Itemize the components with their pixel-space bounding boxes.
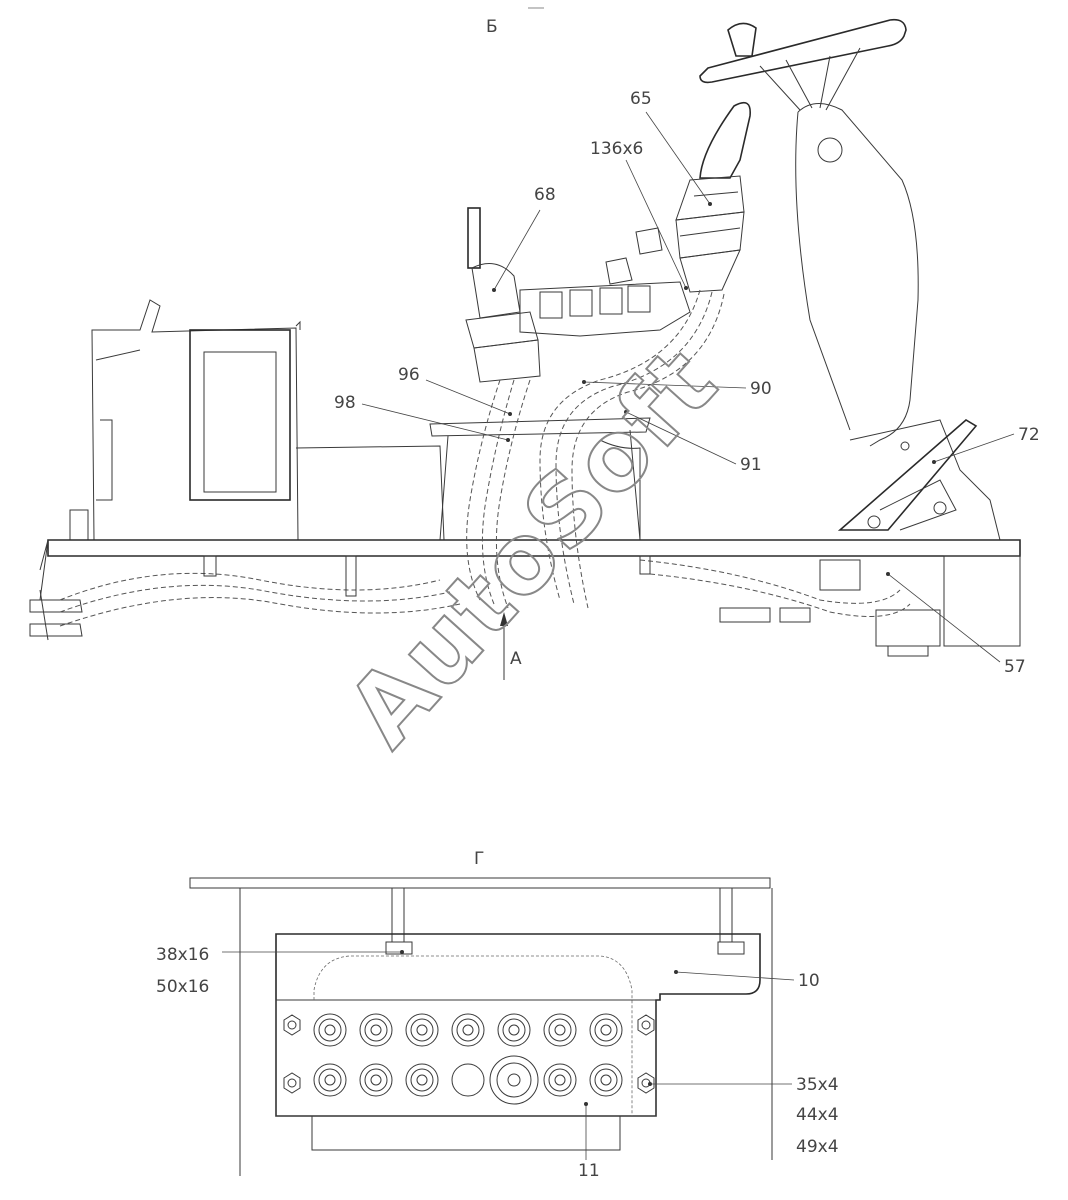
callout-68: 68 — [534, 185, 556, 205]
plate-assembly — [189, 877, 773, 1176]
port-grid — [283, 1013, 655, 1105]
port — [451, 1013, 485, 1047]
callout-90: 90 — [750, 379, 772, 399]
port — [543, 1013, 577, 1047]
callout-44x4: 44x4 — [796, 1105, 839, 1125]
port — [589, 1063, 623, 1097]
hex-nut — [637, 1014, 655, 1036]
hex-nut — [283, 1072, 301, 1094]
joystick-65 — [675, 101, 751, 293]
frame-rails — [29, 539, 1021, 657]
port — [359, 1063, 393, 1097]
arrow-label-a: А — [510, 649, 522, 669]
view-label-g: Г — [474, 849, 484, 869]
port — [313, 1063, 347, 1097]
callout-96: 96 — [398, 365, 420, 385]
hose-bundle — [59, 289, 911, 627]
callout-91: 91 — [740, 455, 762, 475]
port — [543, 1063, 577, 1097]
callout-11: 11 — [578, 1161, 600, 1181]
port — [405, 1063, 439, 1097]
callout-38x16: 38x16 — [156, 945, 209, 965]
callout-57: 57 — [1004, 657, 1026, 677]
callout-35x4: 35x4 — [796, 1075, 839, 1095]
port-plug — [451, 1063, 485, 1097]
control-panel — [519, 227, 691, 337]
callout-49x4: 49x4 — [796, 1137, 839, 1157]
callout-50x16: 50x16 — [156, 977, 209, 997]
pedal-72 — [837, 419, 978, 531]
callout-72: 72 — [1018, 425, 1040, 445]
port — [497, 1013, 531, 1047]
callout-98: 98 — [334, 393, 356, 413]
port — [313, 1013, 347, 1047]
cabin-block — [69, 299, 445, 541]
watermark: AutoSoft — [326, 326, 739, 767]
callout-10: 10 — [798, 971, 820, 991]
support-stand — [429, 417, 651, 541]
port — [589, 1013, 623, 1047]
fittings — [203, 555, 861, 623]
port — [405, 1013, 439, 1047]
view-label-b: Б — [486, 17, 498, 37]
lever-68 — [465, 207, 541, 383]
leaders-bottom — [222, 950, 795, 1160]
view-arrow-a: А — [500, 612, 522, 680]
leaders-top — [361, 111, 1015, 663]
port-large — [489, 1055, 539, 1105]
port — [359, 1013, 393, 1047]
callout-65: 65 — [630, 89, 652, 109]
hex-nut — [283, 1014, 301, 1036]
callout-136x6: 136x6 — [590, 139, 643, 159]
